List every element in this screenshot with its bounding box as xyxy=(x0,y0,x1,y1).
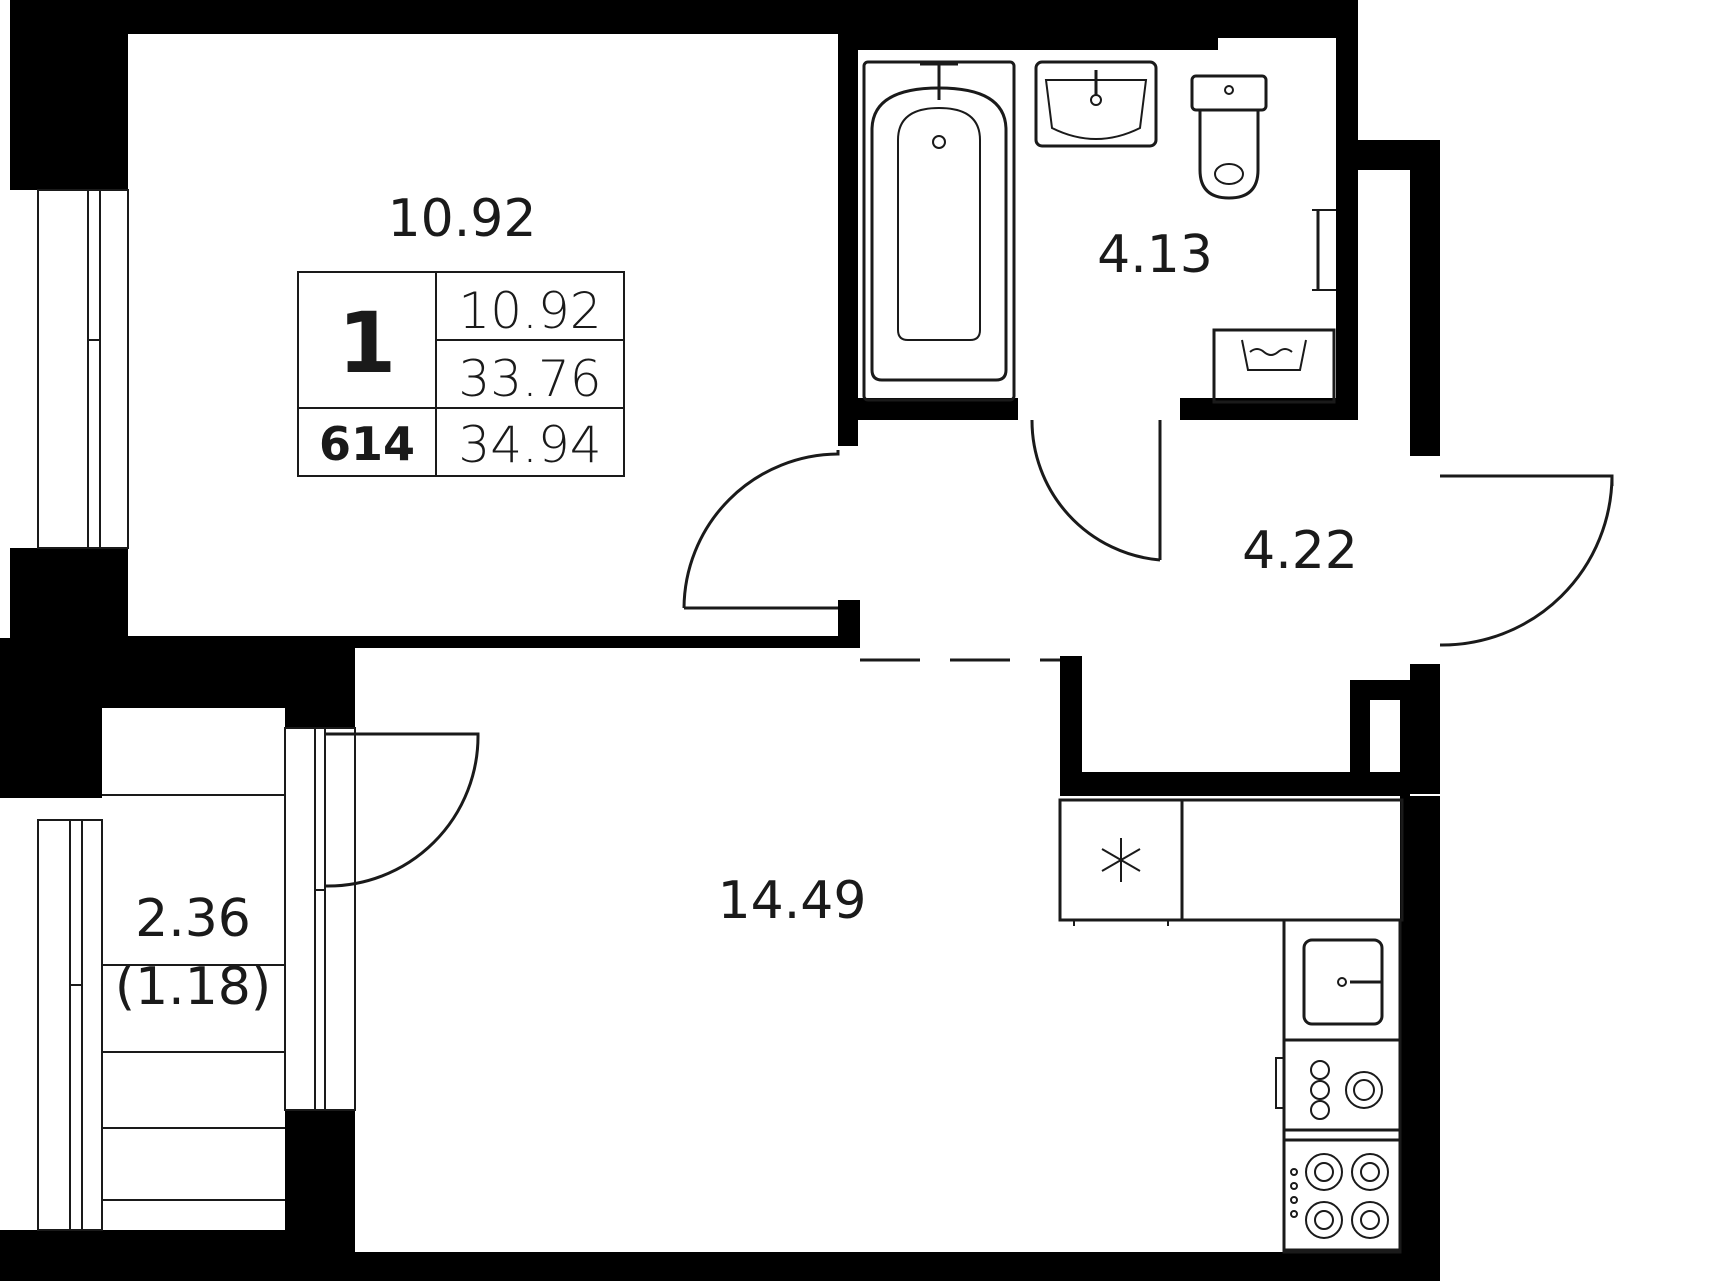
bedroom-area: 10.92 xyxy=(388,189,537,249)
kitchen-sink-icon xyxy=(1302,938,1384,1026)
bathroom-area: 4.13 xyxy=(1097,225,1213,285)
sink-icon xyxy=(1034,60,1158,148)
balcony-area-reduced: (1.18) xyxy=(115,957,271,1017)
balcony-area: 2.36 xyxy=(135,889,251,949)
washing-machine-icon xyxy=(1212,328,1336,404)
bathtub-icon xyxy=(862,60,1016,402)
toilet-icon xyxy=(1190,74,1268,200)
living-kitchen-area: 14.49 xyxy=(718,871,867,931)
towel-rail-icon xyxy=(1312,209,1336,291)
doors xyxy=(324,419,1614,888)
snowflake-icon xyxy=(1101,838,1141,882)
total-area: 33.76 xyxy=(458,350,601,408)
info-table: 1 614 10.92 33.76 34.94 xyxy=(297,271,625,477)
living-area: 10.92 xyxy=(458,282,601,340)
apartment-number: 614 xyxy=(319,417,415,471)
cooktop-icon xyxy=(1275,1038,1402,1132)
rooms-count: 1 xyxy=(338,294,396,392)
total-area-with-balcony: 34.94 xyxy=(458,416,601,474)
walls xyxy=(0,0,1440,1281)
stove-icon xyxy=(1282,1138,1402,1252)
windows xyxy=(37,189,356,1231)
balcony-decking xyxy=(102,794,285,1201)
hallway-area: 4.22 xyxy=(1242,521,1358,581)
